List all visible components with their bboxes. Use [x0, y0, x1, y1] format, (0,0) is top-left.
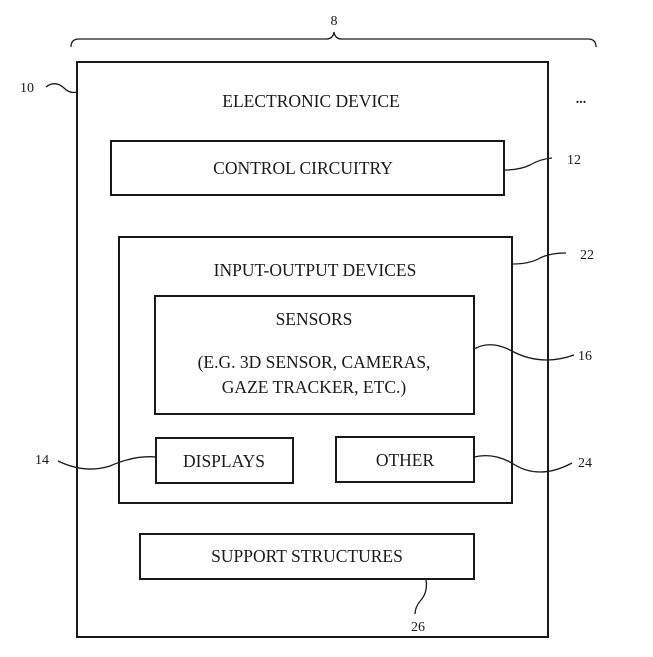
- other-box: [335, 436, 475, 483]
- sensors-label: SENSORS: [276, 309, 353, 329]
- electronic-device-title: ELECTRONIC DEVICE: [222, 91, 399, 111]
- control-circuitry-ref-label: 12: [567, 153, 581, 168]
- displays-ref-label: 14: [35, 453, 49, 468]
- input-output-leader-line: [511, 252, 567, 265]
- sensors-detail-line1: (E.G. 3D SENSOR, CAMERAS,: [198, 352, 431, 372]
- sensors-detail-line2: GAZE TRACKER, ETC.): [222, 377, 407, 397]
- device-leader-line: [45, 83, 78, 94]
- other-leader-line: [473, 454, 573, 473]
- other-ref-label: 24: [578, 456, 592, 471]
- sensors-leader-line: [473, 344, 575, 361]
- control-circuitry-leader-line: [503, 157, 553, 171]
- input-output-ref-label: 22: [580, 248, 594, 263]
- displays-label: DISPLAYS: [183, 451, 265, 471]
- system-ref-label: 8: [331, 14, 338, 29]
- control-circuitry-label: CONTROL CIRCUITRY: [213, 158, 393, 178]
- support-structures-ref-label: 26: [411, 620, 425, 635]
- displays-leader-line: [57, 456, 157, 470]
- control-circuitry-box: [110, 140, 505, 196]
- sensors-box: [154, 295, 475, 415]
- sensors-ref-label: 16: [578, 349, 592, 364]
- displays-box: [155, 437, 294, 484]
- continuation-marker: ...: [576, 92, 587, 107]
- support-structures-label: SUPPORT STRUCTURES: [211, 546, 403, 566]
- input-output-devices-label: INPUT-OUTPUT DEVICES: [214, 260, 417, 280]
- other-label: OTHER: [376, 450, 435, 470]
- device-ref-label: 10: [20, 81, 34, 96]
- support-structures-leader-line: [414, 578, 428, 615]
- support-structures-box: [139, 533, 475, 580]
- system-brace: [70, 31, 597, 48]
